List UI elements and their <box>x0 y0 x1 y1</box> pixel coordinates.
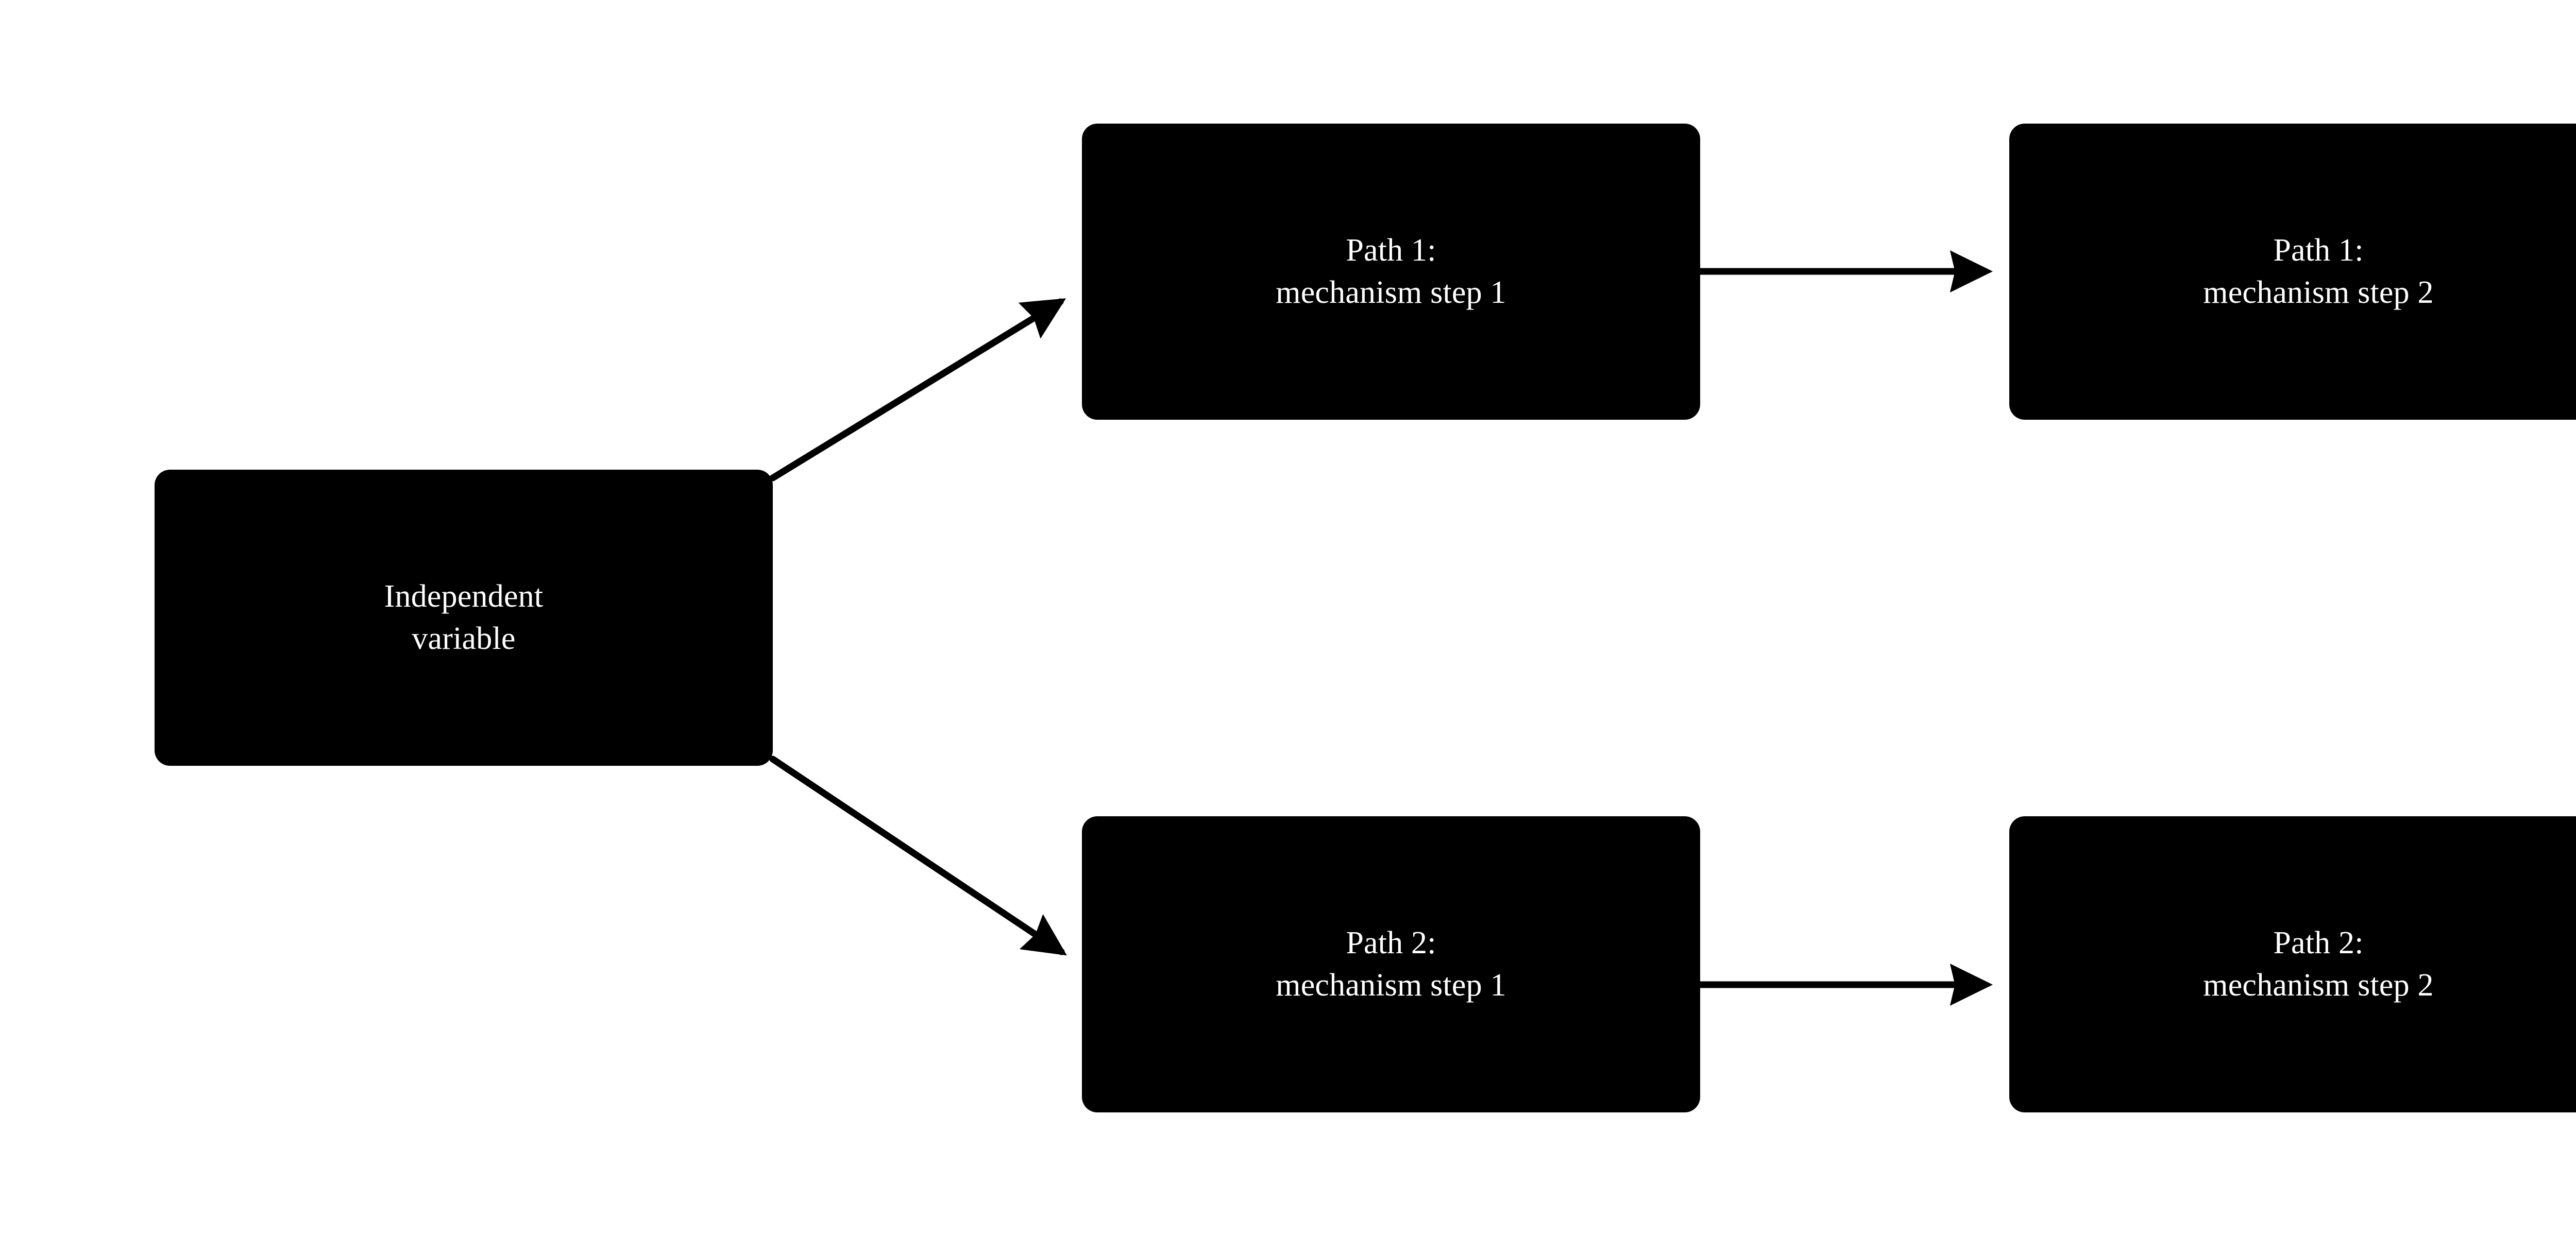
node-path1-step1[interactable]: Path 1: mechanism step 1 <box>1082 124 1700 420</box>
node-path2-step1[interactable]: Path 2: mechanism step 1 <box>1082 816 1700 1112</box>
edge-iv-to-path1-step1 <box>769 298 1066 482</box>
edge-iv-to-path2-step1 <box>769 756 1067 956</box>
node-independent-variable[interactable]: Independent variable <box>155 470 773 766</box>
node-path1-step2[interactable]: Path 1: mechanism step 2 <box>2009 124 2576 420</box>
node-path2-step2[interactable]: Path 2: mechanism step 2 <box>2009 816 2576 1112</box>
